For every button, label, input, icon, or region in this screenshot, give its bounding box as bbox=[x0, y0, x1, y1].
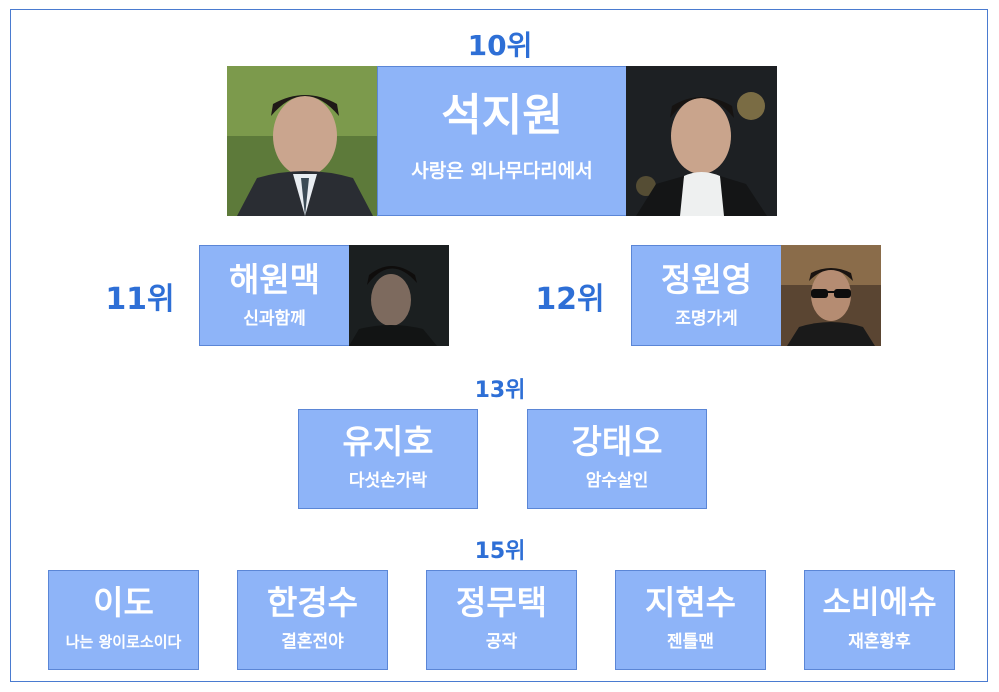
drama-title: 젠틀맨 bbox=[667, 632, 714, 652]
drama-title: 공작 bbox=[485, 632, 518, 652]
drama-title: 재혼황후 bbox=[848, 632, 911, 652]
rank-15-label: 15위 bbox=[474, 539, 526, 564]
character-name: 한경수 bbox=[266, 583, 359, 622]
character-card-jeong-mutaek: 정무택 공작 bbox=[426, 570, 577, 670]
drama-title: 결혼전야 bbox=[281, 632, 344, 652]
drama-title: 나는 왕이로소이다 bbox=[65, 633, 182, 651]
character-card-seok-jiwon: 석지원 사랑은 외나무다리에서 bbox=[377, 66, 627, 216]
character-name: 정무택 bbox=[455, 583, 548, 622]
character-name: 유지호 bbox=[342, 422, 434, 461]
drama-title: 암수살인 bbox=[585, 471, 649, 491]
character-name: 지현수 bbox=[644, 583, 737, 622]
character-card-ji-hyeonsu: 지현수 젠틀맨 bbox=[615, 570, 766, 670]
actor-photo-11 bbox=[349, 245, 449, 346]
drama-title: 사랑은 외나무다리에서 bbox=[411, 160, 593, 182]
character-name: 정원영 bbox=[660, 260, 753, 299]
rank-10-label: 10위 bbox=[467, 29, 533, 62]
actor-photo-10-left bbox=[227, 66, 378, 216]
character-name: 강태오 bbox=[571, 422, 663, 461]
character-card-haewonmaek: 해원맥 신과함께 bbox=[199, 245, 350, 346]
character-card-sovieshu: 소비에슈 재혼황후 bbox=[804, 570, 955, 670]
character-card-ido: 이도 나는 왕이로소이다 bbox=[48, 570, 199, 670]
drama-title: 다섯손가락 bbox=[348, 471, 428, 491]
drama-title: 조명가게 bbox=[675, 309, 738, 329]
character-name: 이도 bbox=[93, 583, 154, 622]
character-card-jeong-wonyeong: 정원영 조명가게 bbox=[631, 245, 782, 346]
character-name: 해원맥 bbox=[228, 260, 321, 299]
character-card-yu-jiho: 유지호 다섯손가락 bbox=[298, 409, 478, 509]
actor-photo-12 bbox=[781, 245, 881, 346]
rank-11-label: 11위 bbox=[105, 282, 175, 317]
character-card-han-gyeongsu: 한경수 결혼전야 bbox=[237, 570, 388, 670]
actor-photo-10-right bbox=[626, 66, 777, 216]
character-name: 석지원 bbox=[441, 90, 563, 141]
drama-title: 신과함께 bbox=[243, 309, 306, 329]
character-card-kang-taeo: 강태오 암수살인 bbox=[527, 409, 707, 509]
character-name: 소비에슈 bbox=[822, 585, 937, 621]
rank-13-label: 13위 bbox=[474, 378, 526, 403]
rank-12-label: 12위 bbox=[535, 282, 605, 317]
